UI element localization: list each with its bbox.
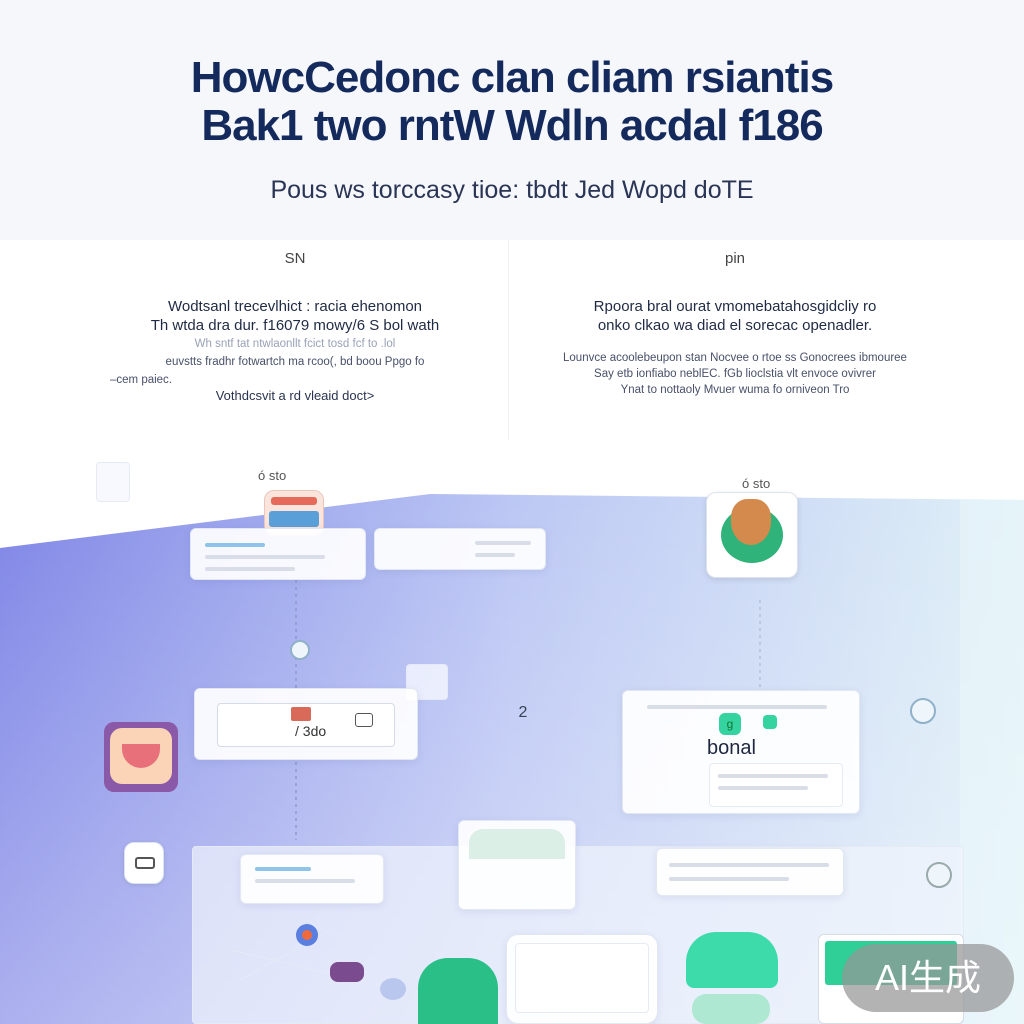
right-column-line-2: Say etb ionfiabo neblEC. fGb lioclstia v… [594,368,876,380]
smile-icon[interactable] [926,862,952,888]
left-column-footer: Vothdcsvit a rd vleaid doct> [215,388,375,403]
green-hill-icon [418,958,498,1024]
card-bottom-left[interactable] [240,854,384,904]
node-top-left-label: ó sto [258,468,287,483]
subtitle: Pous ws torccasy tioe: tbdt Jed Wopd doT… [270,176,754,204]
left-column-line-2: euvstts fradhr fotwartch ma rcoo(, bd bo… [165,356,425,368]
column-divider [508,240,509,440]
sprout-icon [686,932,778,988]
step-number-badge: 2 [518,704,528,721]
card-bottom-center[interactable] [458,820,576,910]
mouth-icon[interactable] [104,722,178,792]
card-top-left[interactable] [190,528,366,580]
left-column-heading-1: Wodtsanl trecevlhict : racia ehenomon [167,298,423,315]
cloud-node-icon [380,978,406,1000]
lips-node-icon [330,962,364,982]
right-column-line-3: Ynat to nottaoly Mvuer wuma fo orniveon … [620,384,850,396]
card-bottom-right[interactable] [656,848,844,896]
node-dot-icon [290,640,310,660]
title-line-1: HowcCedonc clan cliam rsiantis [190,53,834,102]
left-column-label: SN [284,250,306,267]
header-banner: HowcCedonc clan cliam rsiantis Bak1 two … [0,0,1024,240]
left-column-heading-2: Th wtda dra dur. f16079 mowy/6 S bol wat… [150,317,440,334]
plant-pot-icon [692,994,770,1024]
node-green-icon: g [719,713,741,735]
title-line-2: Bak1 two rntW Wdln acdal f186 [201,101,823,150]
card-mid-right-label: bonal [707,737,756,759]
right-column-label: pin [724,250,746,267]
right-column-heading-2: onko clkao wa diad el sorecac openadler. [597,317,873,334]
node-top-right-label: ó sto [742,476,771,491]
card-top-center[interactable] [374,528,546,570]
left-column-line-1: Wh sntf tat ntwlaonllt fcict tosd fcf to… [194,338,396,350]
right-column-heading-1: Rpoora bral ourat vmomebatahosgidcliy ro [593,298,877,315]
keyboard-icon[interactable] [124,842,164,884]
left-column: SN Wodtsanl trecevlhict : racia ehenomon… [80,240,510,460]
card-mid-right[interactable]: g bonal [622,690,860,814]
document-icon [96,462,130,502]
right-column-line-1: Lounvce acoolebeupon stan Nocvee o rtoe … [563,352,907,364]
ai-generated-watermark: AI生成 [842,944,1014,1012]
tablet-card[interactable] [506,934,658,1024]
alert-icon[interactable] [910,698,936,724]
card-mid-left-value: / 3do [295,723,327,739]
fire-node-icon [296,924,318,946]
mascot-icon[interactable] [706,492,798,578]
left-column-line-3: –cem paiec. [110,374,173,386]
card-mid-left[interactable]: / 3do [194,688,418,760]
right-column: pin Rpoora bral ourat vmomebatahosgidcli… [520,240,950,460]
